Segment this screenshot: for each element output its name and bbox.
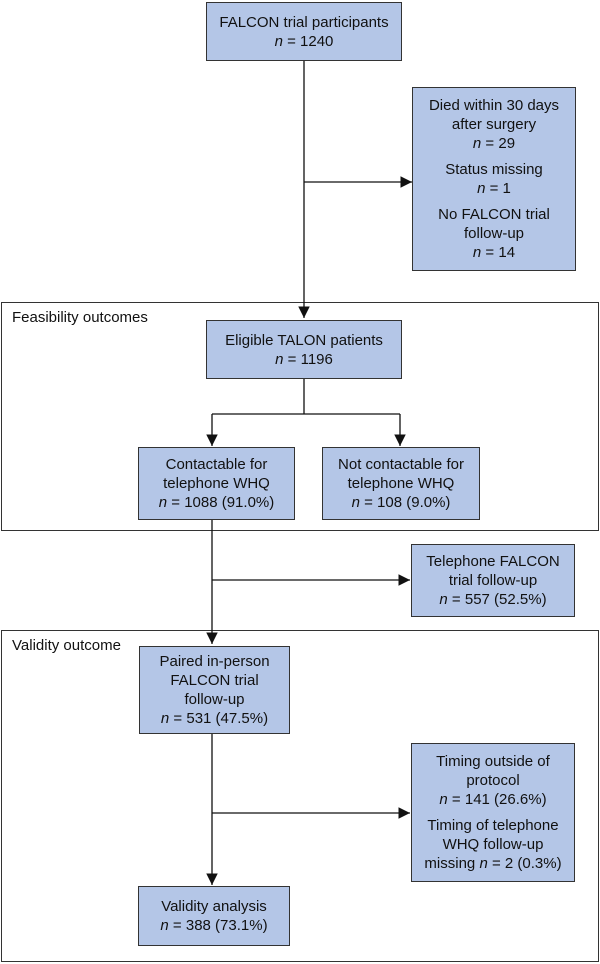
- died-count: 29: [498, 135, 516, 152]
- not-contactable-box: Not contactable for telephone WHQ n = 10…: [322, 447, 480, 520]
- telephone-followup-label: Telephone FALCON: [426, 553, 560, 570]
- validity-analysis-count: 388 (73.1%): [185, 917, 268, 934]
- not-contactable-label: Not contactable for: [338, 456, 464, 473]
- paired-count: 531 (47.5%): [186, 710, 269, 727]
- timing-outside-label: Timing outside of: [436, 753, 550, 770]
- timing-missing-label: Timing of telephone: [427, 817, 559, 834]
- timing-box: Timing outside of protocol n = 141 (26.6…: [411, 743, 575, 882]
- validity-section-label: Validity outcome: [12, 637, 121, 654]
- no-followup-label: No FALCON trial: [438, 206, 550, 223]
- paired-label: Paired in-person: [159, 653, 270, 670]
- timing-missing-count: 2 (0.3%): [504, 855, 562, 872]
- validity-analysis-label: Validity analysis: [161, 898, 267, 915]
- eligible-label: Eligible TALON patients: [225, 331, 383, 349]
- telephone-followup-box: Telephone FALCON trial follow-up n = 557…: [411, 544, 575, 617]
- validity-analysis-box: Validity analysis n = 388 (73.1%): [138, 886, 290, 946]
- contactable-box: Contactable for telephone WHQ n = 1088 (…: [138, 447, 295, 520]
- eligible-box: Eligible TALON patients n = 1196: [206, 320, 402, 379]
- paired-box: Paired in-person FALCON trial follow-up …: [139, 646, 290, 734]
- feasibility-section-label: Feasibility outcomes: [12, 309, 148, 326]
- participants-box: FALCON trial participants n = 1240: [206, 2, 402, 61]
- excluded-box: Died within 30 days after surgery n = 29…: [412, 87, 576, 271]
- contactable-count: 1088 (91.0%): [184, 494, 275, 511]
- telephone-followup-count: 557 (52.5%): [464, 591, 547, 608]
- died-label: Died within 30 days: [428, 97, 560, 114]
- eligible-count: 1196: [300, 350, 333, 368]
- timing-outside-count: 141 (26.6%): [464, 791, 547, 808]
- status-missing-count: 1: [502, 180, 511, 197]
- status-missing-label: Status missing: [445, 161, 543, 178]
- participants-label: FALCON trial participants: [219, 13, 389, 31]
- not-contactable-count: 108 (9.0%): [377, 494, 451, 511]
- participants-count: 1240: [300, 32, 334, 50]
- no-followup-count: 14: [498, 244, 516, 261]
- contactable-label: Contactable for: [165, 456, 268, 473]
